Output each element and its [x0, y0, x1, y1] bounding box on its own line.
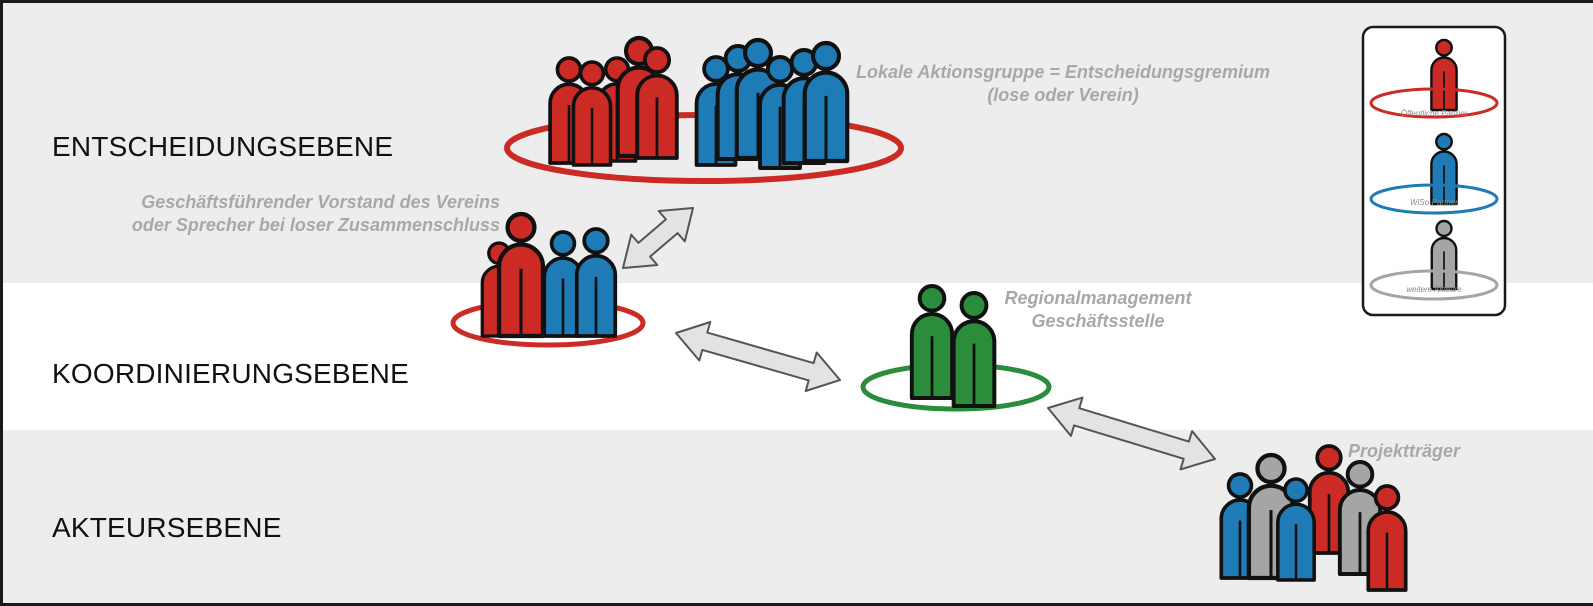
board-public-figure [496, 211, 546, 339]
lag-group [548, 35, 850, 170]
arrow-board-lag [622, 207, 694, 269]
decision-level-label: ENTSCHEIDUNGSEBENE [52, 131, 394, 162]
lag-annotation: Lokale Aktionsgruppe = Entscheidungsgrem… [848, 61, 1278, 107]
management-annotation-line2: Geschäftsstelle [1031, 311, 1165, 331]
project-wiso-figure [1276, 477, 1316, 582]
legend-public-label: Öffentliche Partner [1401, 109, 1468, 118]
legend-public-figure [1430, 38, 1458, 112]
board-wiso-figure [574, 227, 618, 338]
board-annotation: Geschäftsführender Vorstand des Vereins … [100, 191, 500, 237]
lag-public-figure [635, 46, 679, 160]
board-annotation-line1: Geschäftsführender Vorstand des Vereins [141, 192, 500, 212]
management-figure [909, 284, 955, 400]
lag-annotation-line1: Lokale Aktionsgruppe = Entscheidungsgrem… [856, 62, 1270, 82]
board-group [480, 211, 618, 339]
management-annotation: Regionalmanagement Geschäftsstelle [993, 287, 1203, 333]
legend-figures [1430, 38, 1458, 291]
projects-annotation: Projektträger [1348, 441, 1461, 461]
legend-wiso-figure [1430, 132, 1458, 206]
legend-wiso-label: WiSo-Partner [1410, 198, 1458, 207]
project-sponsors-group [1219, 444, 1408, 592]
legend-public-ring [1369, 87, 1499, 119]
arrow-management-projects [1047, 396, 1216, 471]
legend-other-figure [1430, 219, 1458, 291]
legend-other-ring [1369, 269, 1499, 301]
coordination-level-label: KOORDINIERUNGSEBENE [52, 358, 409, 389]
lag-public-figure [571, 60, 613, 167]
board-annotation-line2: oder Sprecher bei loser Zusammenschluss [131, 215, 500, 235]
relation-arrows [622, 207, 1216, 471]
management-group [909, 284, 997, 408]
lag-wiso-figure [802, 40, 850, 164]
coordination-level-band [0, 283, 1593, 430]
management-annotation-line1: Regionalmanagement [1004, 288, 1192, 308]
management-figure [951, 291, 997, 408]
legend-wiso-ring [1369, 183, 1499, 215]
project-public-figure [1366, 484, 1408, 592]
actor-level-label: AKTEURSEBENE [52, 512, 282, 543]
lag-annotation-line2: (lose oder Verein) [987, 85, 1139, 105]
legend-other-label: weitere Akteure [1406, 285, 1462, 294]
arrow-board-management [675, 321, 841, 392]
